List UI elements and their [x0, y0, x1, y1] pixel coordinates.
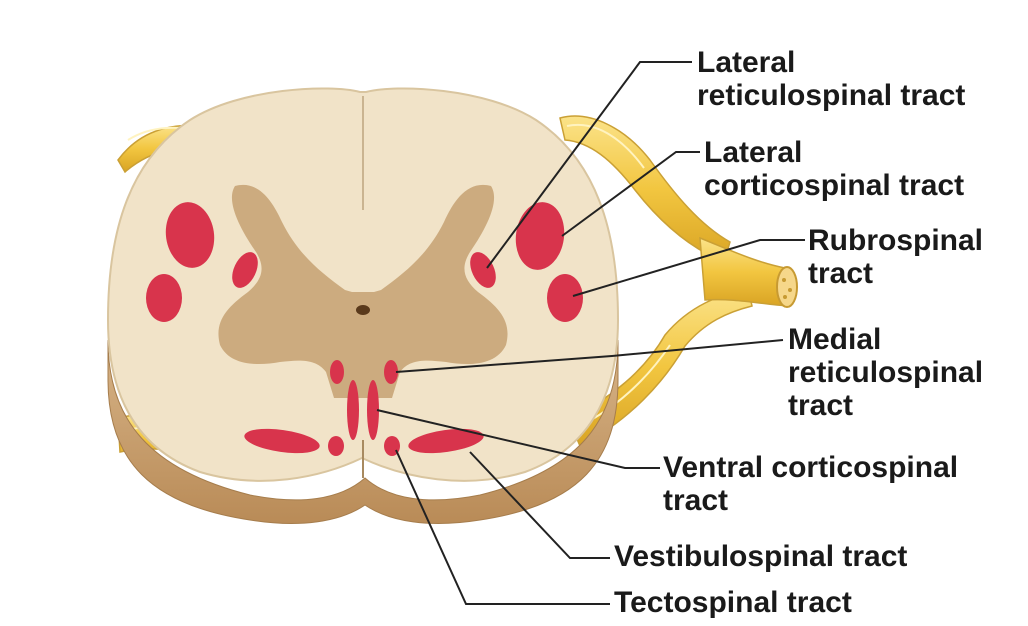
label-line: tract	[808, 257, 874, 290]
label-rubrospinal-tract: Rubrospinal tract	[808, 224, 983, 290]
left-lateral-corticospinal-tract	[165, 202, 215, 268]
right-lateral-reticulospinal-tract	[470, 252, 496, 288]
label-line: Medial	[788, 323, 882, 356]
right-medial-reticulospinal-tract	[384, 360, 398, 384]
left-lateral-reticulospinal-tract	[232, 252, 258, 288]
spinal-nerve	[699, 236, 798, 308]
leader-ventral-corticospinal	[376, 409, 660, 469]
label-line: Ventral corticospinal	[663, 451, 959, 484]
leader-lateral-corticospinal	[561, 151, 700, 237]
cord-cut-edge	[107, 339, 619, 524]
right-rubrospinal-tract	[547, 274, 583, 322]
right-lateral-corticospinal-tract	[515, 202, 565, 270]
label-medial-reticulospinal-tract: Medial reticulospinal tract	[788, 323, 983, 422]
label-line: Tectospinal tract	[614, 586, 852, 619]
leader-tectospinal	[395, 449, 610, 605]
left-ventral-corticospinal-tract	[347, 380, 359, 440]
label-line: tract	[663, 484, 729, 517]
right-vestibulospinal-tract	[408, 428, 484, 454]
label-vestibulospinal-tract: Vestibulospinal tract	[614, 540, 907, 573]
label-tectospinal-tract: Tectospinal tract	[614, 586, 852, 619]
label-line: reticulospinal tract	[697, 79, 966, 112]
leader-medial-reticulospinal	[395, 339, 784, 373]
label-lateral-corticospinal-tract: Lateral corticospinal tract	[704, 136, 964, 202]
gray-matter	[218, 184, 508, 398]
left-tectospinal-tract	[328, 436, 344, 456]
left-vestibulospinal-tract	[244, 428, 320, 454]
left-rubrospinal-tract	[146, 274, 182, 322]
label-line: Lateral	[697, 46, 796, 79]
label-line: Rubrospinal	[808, 224, 984, 257]
label-line: corticospinal tract	[704, 169, 965, 202]
leader-vestibulospinal	[469, 451, 610, 559]
label-line: Vestibulospinal tract	[614, 540, 908, 573]
leader-rubrospinal	[572, 239, 805, 297]
left-medial-reticulospinal-tract	[330, 360, 344, 384]
label-lateral-reticulospinal-tract: Lateral reticulospinal tract	[697, 46, 965, 112]
label-ventral-corticospinal-tract: Ventral corticospinal tract	[663, 451, 958, 517]
central-canal	[356, 305, 370, 315]
label-line: reticulospinal	[788, 356, 984, 389]
right-ventral-corticospinal-tract	[367, 380, 379, 440]
label-line: tract	[788, 389, 854, 422]
leader-lateral-reticulospinal	[486, 61, 692, 269]
label-line: Lateral	[704, 136, 803, 169]
